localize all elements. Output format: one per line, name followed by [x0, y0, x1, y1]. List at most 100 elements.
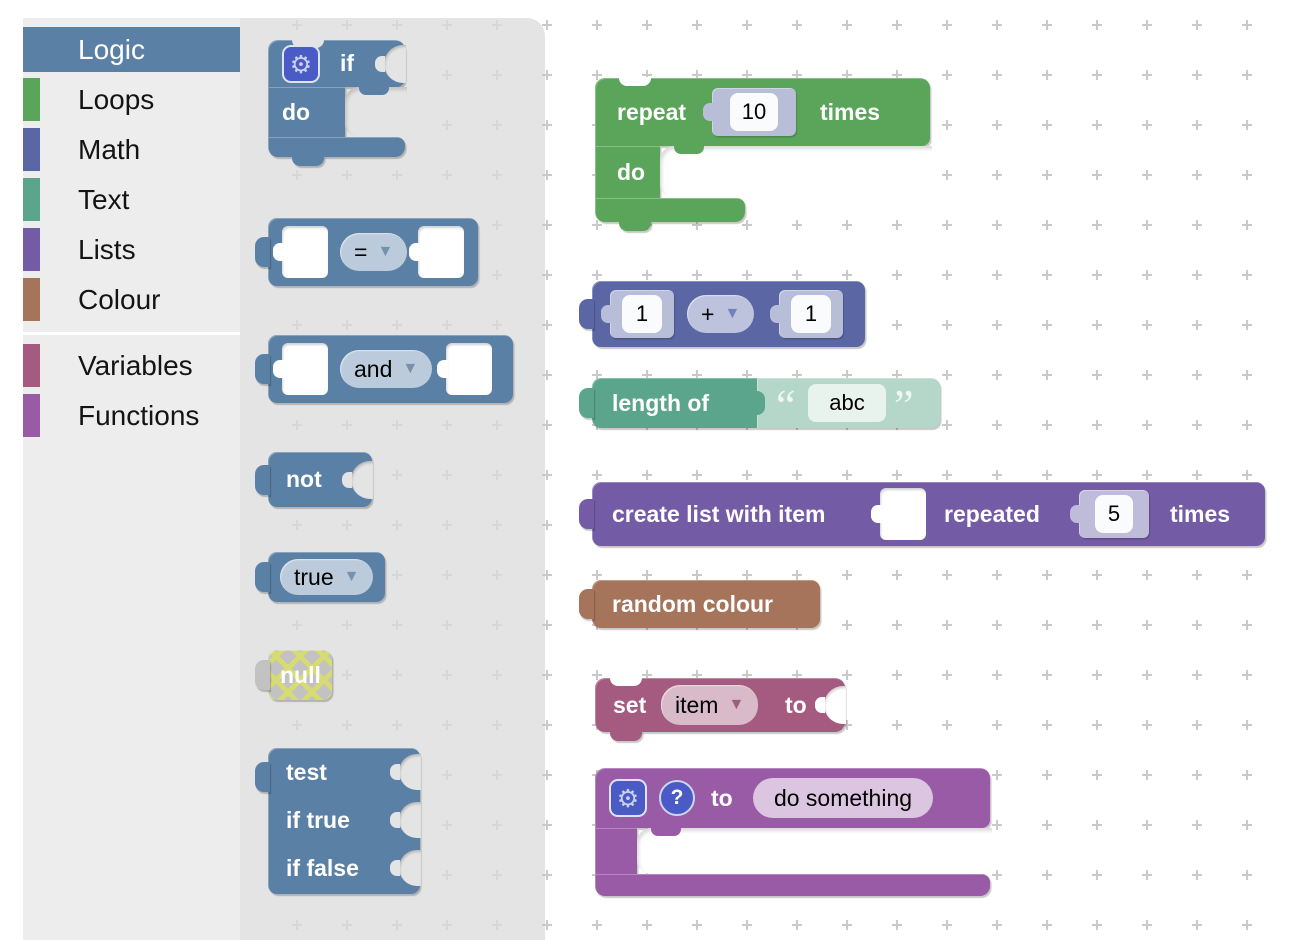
sidebar-item-logic[interactable]: Logic [23, 27, 240, 72]
output-tab [579, 499, 594, 529]
random-colour-block[interactable]: random colour [579, 580, 820, 628]
list-count-field[interactable]: 5 [1095, 495, 1133, 533]
flyout-boolean-block[interactable]: true ▼ [255, 552, 385, 602]
mutator-gear-icon[interactable]: ⚙ [282, 45, 320, 83]
flyout-null-block[interactable]: null [255, 650, 332, 700]
grid-cross [1042, 420, 1052, 430]
grid-cross [642, 470, 652, 480]
ternary-test-socket [399, 754, 421, 790]
previous-connection-notch [292, 39, 324, 48]
grid-cross [1192, 720, 1202, 730]
grid-cross [1042, 770, 1052, 780]
text-value-field[interactable]: abc [808, 384, 886, 422]
repeat-block[interactable]: repeat 10 times do [595, 77, 932, 231]
and-operator-dropdown[interactable]: and ▼ [340, 350, 433, 388]
grid-cross [1142, 120, 1152, 130]
grid-cross [1042, 270, 1052, 280]
grid-cross [1192, 220, 1202, 230]
if-block-left-wall [268, 87, 345, 137]
set-value-socket [824, 686, 846, 724]
flyout-if-block[interactable]: ⚙ if do [268, 39, 407, 166]
compare-operator-value: = [354, 238, 368, 265]
flyout-ternary-block[interactable]: test if true if false [255, 748, 421, 894]
function-name-field[interactable]: do something [753, 778, 933, 818]
list-item-socket [880, 488, 926, 540]
open-quote: “ [776, 381, 796, 430]
grid-cross [942, 720, 952, 730]
function-definition-block[interactable]: ⚙ ? to do something [595, 768, 992, 896]
right-operand-shadow-block: 1 [779, 290, 843, 338]
grid-cross [1092, 320, 1102, 330]
grid-cross [1242, 70, 1252, 80]
and-right-socket [446, 343, 492, 395]
grid-cross [1242, 670, 1252, 680]
length-of-label: length of [612, 390, 710, 416]
grid-cross [592, 470, 602, 480]
math-color-chip [23, 128, 40, 171]
help-icon[interactable]: ? [659, 780, 695, 816]
grid-cross [942, 620, 952, 630]
dropdown-arrow-icon: ▼ [728, 696, 745, 713]
grid-cross [892, 470, 902, 480]
toolbox-panel [23, 18, 240, 940]
set-variable-block[interactable]: set item ▼ to [595, 677, 846, 741]
grid-cross [1042, 70, 1052, 80]
sidebar-item-math[interactable]: Math [23, 127, 240, 172]
sidebar-item-text[interactable]: Text [23, 177, 240, 222]
mutator-gear-icon[interactable]: ⚙ [609, 779, 647, 817]
grid-cross [1042, 720, 1052, 730]
grid-cross [1142, 320, 1152, 330]
grid-cross [992, 120, 1002, 130]
grid-cross [742, 570, 752, 580]
flyout-not-block[interactable]: not [255, 452, 373, 507]
grid-cross [1192, 320, 1202, 330]
random-colour-label: random colour [612, 591, 774, 617]
grid-cross [1192, 870, 1202, 880]
sidebar-item-functions[interactable]: Functions [23, 393, 240, 438]
right-operand-field[interactable]: 1 [791, 295, 831, 333]
grid-cross [1192, 770, 1202, 780]
left-operand-field[interactable]: 1 [622, 295, 662, 333]
list-repeat-block[interactable]: create list with item repeated 5 times [579, 482, 1265, 546]
grid-cross [1242, 870, 1252, 880]
grid-cross [1192, 920, 1202, 930]
grid-cross [1142, 870, 1152, 880]
grid-cross [842, 20, 852, 30]
grid-cross [1192, 470, 1202, 480]
grid-cross [1042, 470, 1052, 480]
grid-cross [1142, 820, 1152, 830]
next-connection-tab [619, 221, 651, 231]
grid-cross [1142, 720, 1152, 730]
grid-cross [1142, 620, 1152, 630]
grid-cross [1242, 170, 1252, 180]
ternary-if-true-socket [399, 802, 421, 838]
arithmetic-operator-dropdown[interactable]: + ▼ [687, 295, 755, 333]
grid-cross [1192, 670, 1202, 680]
grid-cross [992, 70, 1002, 80]
sidebar-item-lists[interactable]: Lists [23, 227, 240, 272]
variable-dropdown[interactable]: item ▼ [661, 685, 759, 725]
arithmetic-block[interactable]: 1 + ▼ 1 [579, 281, 865, 347]
grid-cross [1192, 620, 1202, 630]
not-socket [351, 461, 373, 499]
flyout-and-block[interactable]: and ▼ [255, 335, 513, 403]
next-connection-tab [610, 731, 642, 741]
length-of-block[interactable]: length of “ abc ” [579, 378, 940, 430]
lists-label: Lists [78, 233, 136, 265]
grid-cross [592, 570, 602, 580]
grid-cross [1192, 70, 1202, 80]
compare-operator-dropdown[interactable]: = ▼ [340, 233, 408, 271]
sidebar-item-loops[interactable]: Loops [23, 77, 240, 122]
sidebar-item-colour[interactable]: Colour [23, 277, 240, 322]
left-operand-shadow-block: 1 [610, 290, 674, 338]
grid-cross [742, 470, 752, 480]
sidebar-item-variables[interactable]: Variables [23, 343, 240, 388]
category-separator [23, 332, 240, 335]
functions-color-chip [23, 394, 40, 437]
grid-cross [792, 470, 802, 480]
repeat-count-field[interactable]: 10 [730, 93, 778, 131]
flyout-compare-block[interactable]: = ▼ [255, 218, 478, 286]
grid-cross [1242, 770, 1252, 780]
boolean-dropdown[interactable]: true ▼ [280, 559, 374, 595]
grid-cross [992, 770, 1002, 780]
